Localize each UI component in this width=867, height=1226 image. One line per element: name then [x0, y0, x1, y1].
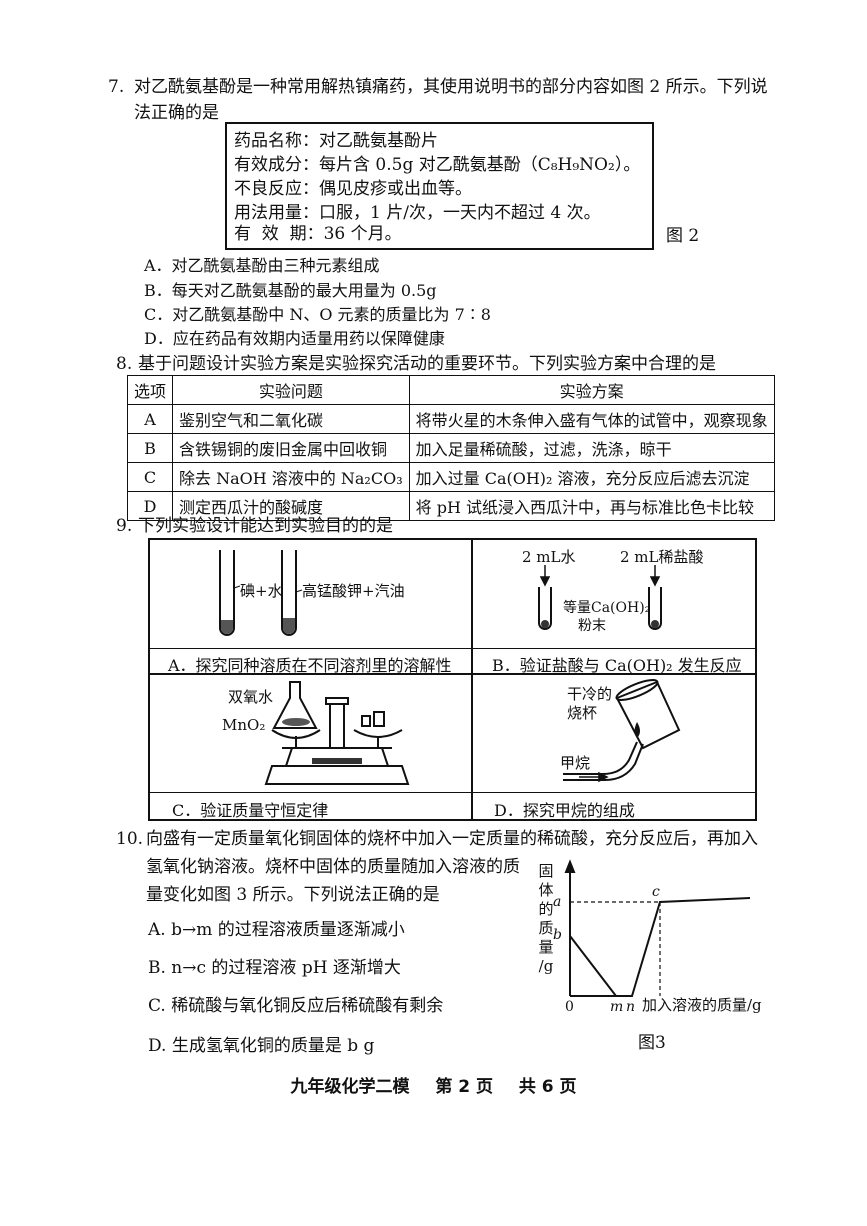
- table-header: 实验方案: [408, 375, 775, 405]
- q8-table: 选项 实验问题 实验方案 A 鉴别空气和二氧化碳 将带火星的木条伸入盛有气体的试…: [126, 375, 775, 521]
- q9-b-label-powder: 粉末: [578, 618, 606, 634]
- table-cell: 除去 NaOH 溶液中的 Na₂CO₃: [172, 462, 410, 492]
- q10-graph-label-m: m: [610, 999, 624, 1015]
- q7-label-line-2: 有效成分：每片含 0.5g 对乙酰氨基酚（C₈H₉NO₂）。: [234, 155, 641, 175]
- q9-a-test-tubes: [219, 550, 303, 636]
- table-cell: 测定西瓜汁的酸碱度: [172, 491, 410, 521]
- q10-graph-label-a: a: [553, 894, 562, 910]
- q9-number: 9.: [116, 516, 133, 536]
- q10-graph-label-n: n: [626, 999, 636, 1015]
- q9-figure-grid: [148, 538, 757, 821]
- q10-graph-label-b: b: [553, 927, 562, 943]
- q9-caption-d: D．探究甲烷的组成: [494, 801, 635, 820]
- table-cell: 将带火星的木条伸入盛有气体的试管中，观察现象: [408, 404, 775, 434]
- q9-divider: [148, 648, 755, 649]
- table-cell: 加入过量 Ca(OH)₂ 溶液，充分反应后滤去沉淀: [408, 462, 775, 492]
- q9-c-label-mno2: MnO₂: [222, 716, 266, 734]
- table-header: 实验问题: [172, 375, 410, 405]
- q10-option-b: B. n→c 的过程溶液 pH 逐渐增大: [148, 958, 401, 978]
- q7-option-b: B．每天对乙酰氨基酚的最大用量为 0.5g: [144, 281, 437, 300]
- table-row: B 含铁锡铜的废旧金属中回收铜 加入足量稀硫酸，过滤，洗涤，晾干: [126, 433, 775, 463]
- q9-d-beaker-apparatus: [563, 679, 681, 783]
- q9-b-label-caoh2: 等量Ca(OH)₂: [563, 600, 651, 616]
- q10-graph-label-c: c: [652, 884, 660, 900]
- q10-stem-line3: 量变化如图 3 所示。下列说法正确的是: [146, 885, 440, 905]
- footer-title: 九年级化学二模: [290, 1077, 410, 1097]
- table-cell: 鉴别空气和二氧化碳: [172, 404, 410, 434]
- q10-stem-line2: 氢氧化钠溶液。烧杯中固体的质量随加入溶液的质: [146, 857, 520, 877]
- table-row: D 测定西瓜汁的酸碱度 将 pH 试纸浸入西瓜汁中，再与标准比色卡比较: [126, 491, 775, 521]
- q10-graph: [564, 859, 751, 997]
- q9-divider: [148, 792, 755, 793]
- table-cell: C: [126, 462, 174, 492]
- footer-page: 第 2 页: [435, 1077, 493, 1097]
- q7-figure-label: 图 2: [666, 226, 700, 246]
- q10-option-d: D. 生成氢氧化铜的质量是 b g: [148, 1036, 375, 1056]
- y-axis-char: 质: [538, 919, 554, 937]
- table-cell: A: [126, 404, 174, 434]
- q7-label-line-3: 不良反应：偶见皮疹或出血等。: [234, 179, 472, 199]
- q7-option-c: C．对乙酰氨基酚中 N、O 元素的质量比为 7∶8: [144, 305, 491, 324]
- table-row: A 鉴别空气和二氧化碳 将带火星的木条伸入盛有气体的试管中，观察现象: [126, 404, 775, 434]
- table-cell: 加入足量稀硫酸，过滤，洗涤，晾干: [408, 433, 775, 463]
- table-header: 选项: [126, 375, 174, 405]
- page-footer: 九年级化学二模 第 2 页 共 6 页: [0, 1072, 867, 1097]
- q9-c-label-h2o2: 双氧水: [228, 688, 274, 706]
- q9-b-test-tubes: [538, 565, 662, 630]
- table-header-row: 选项 实验问题 实验方案: [126, 375, 775, 405]
- q9-divider: [148, 673, 755, 675]
- footer-total: 共 6 页: [518, 1077, 577, 1097]
- q7-number: 7.: [108, 77, 125, 97]
- q7-stem-line2: 法正确的是: [134, 103, 219, 123]
- y-axis-char: 固: [538, 862, 554, 880]
- q9-c-balance: [264, 681, 410, 785]
- table-row: C 除去 NaOH 溶液中的 Na₂CO₃ 加入过量 Ca(OH)₂ 溶液，充分…: [126, 462, 775, 492]
- y-axis-char: 量: [538, 938, 554, 956]
- y-axis-char: /g: [538, 957, 554, 975]
- q8-stem: 基于问题设计实验方案是实验探究活动的重要环节。下列实验方案中合理的是: [138, 354, 716, 374]
- q7-option-a: A．对乙酰氨基酚由三种元素组成: [144, 256, 380, 275]
- q10-graph-x-label: 加入溶液的质量/g: [642, 996, 762, 1014]
- q7-label-line-5: 有 效 期：36 个月。: [234, 224, 402, 244]
- q10-number: 10.: [116, 829, 144, 849]
- table-cell: B: [126, 433, 174, 463]
- y-axis-char: 体: [538, 881, 554, 899]
- q7-stem-line1: 对乙酰氨基酚是一种常用解热镇痛药，其使用说明书的部分内容如图 2 所示。下列说: [134, 77, 768, 97]
- q9-b-label-water: 2 mL水: [522, 548, 576, 566]
- q10-graph-y-label: 固 体 的 质 量 /g: [536, 862, 556, 976]
- y-axis-char: 的: [538, 900, 554, 918]
- table-cell: D: [126, 491, 174, 521]
- q10-option-c: C. 稀硫酸与氧化铜反应后稀硫酸有剩余: [148, 996, 444, 1016]
- q9-caption-b: B．验证盐酸与 Ca(OH)₂ 发生反应: [492, 656, 742, 675]
- q10-option-a: A. b→m 的过程溶液质量逐渐减小: [148, 920, 405, 940]
- q9-d-label-dry-cold: 干冷的: [567, 685, 613, 703]
- q9-caption-a: A．探究同种溶质在不同溶剂里的溶解性: [168, 656, 452, 675]
- q9-d-label-beaker: 烧杯: [567, 704, 598, 722]
- q8-number: 8.: [116, 354, 133, 374]
- table-cell: 将 pH 试纸浸入西瓜汁中，再与标准比色卡比较: [408, 491, 775, 521]
- q9-a-label-iodine-water: 碘+水: [240, 582, 283, 600]
- q10-graph-origin: 0: [565, 999, 574, 1015]
- q9-divider-vertical: [471, 538, 473, 819]
- q10-figure-label: 图3: [638, 1033, 666, 1053]
- q9-b-label-hcl: 2 mL稀盐酸: [620, 548, 704, 566]
- table-cell: 含铁锡铜的废旧金属中回收铜: [172, 433, 410, 463]
- q7-label-line-4: 用法用量：口服，1 片/次，一天内不超过 4 次。: [234, 203, 601, 223]
- q9-a-label-kmno4-gasoline: 高锰酸钾+汽油: [302, 582, 405, 600]
- q9-d-label-methane: 甲烷: [560, 754, 591, 772]
- q10-stem-line1: 向盛有一定质量氧化铜固体的烧杯中加入一定质量的稀硫酸，充分反应后，再加入: [146, 829, 758, 849]
- q7-drug-label-box: [225, 122, 654, 250]
- q7-label-line-1: 药品名称：对乙酰氨基酚片: [234, 131, 438, 151]
- q9-stem: 下列实验设计能达到实验目的的是: [138, 516, 393, 536]
- q9-caption-c: C．验证质量守恒定律: [172, 801, 329, 820]
- q7-option-d: D．应在药品有效期内适量用药以保障健康: [144, 329, 445, 348]
